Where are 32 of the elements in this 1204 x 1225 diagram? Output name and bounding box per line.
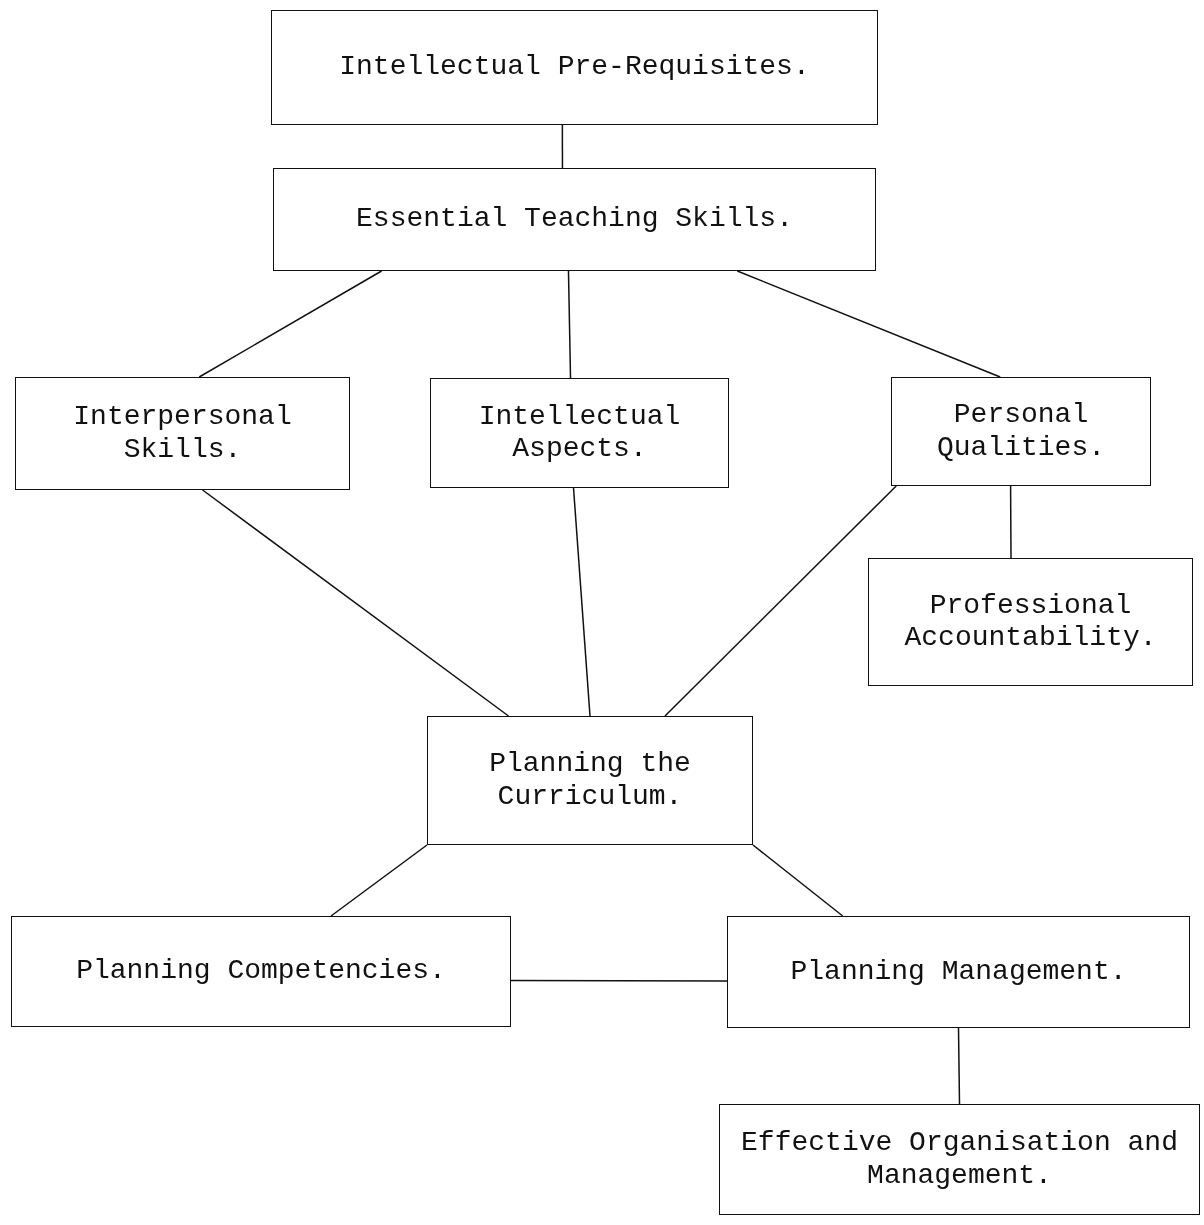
- connector-line: [561, 124, 564, 169]
- text-box: [430, 378, 729, 488]
- box-label: Planning Management.: [790, 955, 1127, 989]
- connector-line: [201, 489, 510, 717]
- text-box: [727, 916, 1190, 1028]
- connector-line: [198, 270, 383, 378]
- box-label: Intellectual Pre-Requisites.: [339, 51, 810, 84]
- text-box: [273, 168, 876, 271]
- box-label: Planning Competencies.: [76, 955, 446, 988]
- connector-line: [664, 485, 897, 717]
- text-box: [719, 1104, 1200, 1215]
- box-label: Professional Accountability.: [903, 589, 1158, 655]
- text-box: [891, 377, 1151, 486]
- box-label: Planning the Curriculum.: [488, 748, 692, 813]
- connector-line: [736, 270, 1001, 378]
- connector-line: [572, 487, 591, 717]
- text-box: [427, 716, 753, 845]
- text-box: [271, 10, 878, 125]
- box-label: Effective Organisation and Management.: [740, 1127, 1179, 1192]
- connector-line: [330, 844, 428, 917]
- text-box: [11, 916, 511, 1027]
- connector-line: [510, 979, 728, 982]
- connector-line: [567, 270, 572, 379]
- connector-line: [752, 844, 844, 917]
- text-box: [15, 377, 350, 490]
- text-box: [868, 558, 1193, 686]
- box-label: Intellectual Aspects.: [477, 400, 682, 466]
- box-label: Essential Teaching Skills.: [356, 203, 793, 236]
- box-label: Personal Qualities.: [936, 399, 1106, 464]
- connector-line: [957, 1027, 961, 1105]
- connector-line: [1009, 485, 1012, 559]
- box-label: Interpersonal Skills.: [72, 401, 293, 466]
